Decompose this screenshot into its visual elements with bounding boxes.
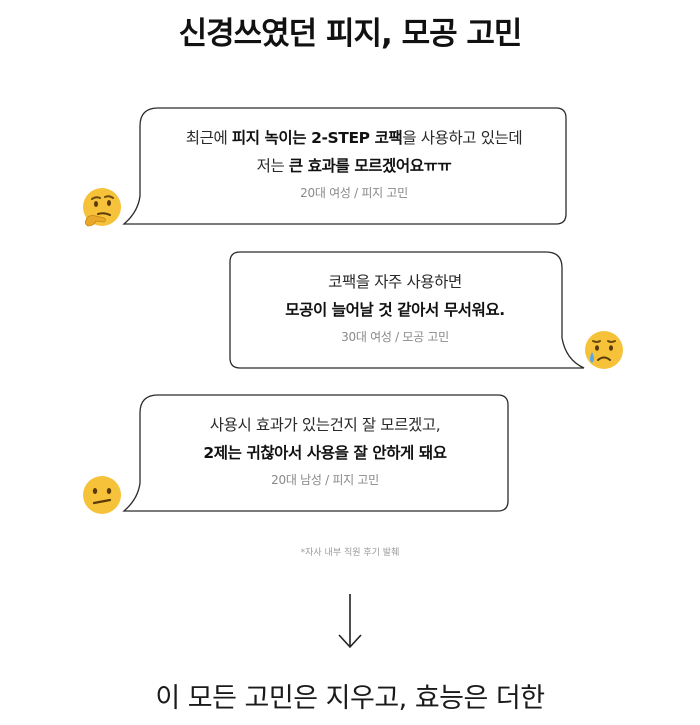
tagline: 이 모든 고민은 지우고, 효능은 더한: [155, 683, 545, 714]
review-3-line-2: 2제는 귀찮아서 사용을 잘 안하게 돼요: [203, 444, 447, 462]
review-source-note: *자사 내부 직원 후기 발췌: [300, 548, 400, 558]
review-text-3: 사용시 효과가 있는건지 잘 모르겠고, 2제는 귀찮아서 사용을 잘 안하게 …: [140, 411, 510, 488]
review-2-author: 30대 여성 / 모공 고민: [341, 330, 449, 344]
review-1-line-2: 저는 큰 효과를 모르겠어요ㅠㅠ: [256, 157, 452, 175]
page-title: 신경쓰였던 피지, 모공 고민: [178, 16, 523, 52]
review-2-line-1: 코팩을 자주 사용하면: [328, 273, 462, 291]
review-bubble-1: [122, 107, 567, 225]
review-bubble-3: [122, 394, 509, 512]
crying-face-icon: [585, 331, 623, 369]
review-3-author: 20대 남성 / 피지 고민: [271, 473, 379, 487]
review-text-2: 코팩을 자주 사용하면 모공이 늘어날 것 같아서 무서워요. 30대 여성 /…: [232, 268, 558, 345]
confused-face-icon: [83, 476, 121, 514]
review-2-line-2: 모공이 늘어날 것 같아서 무서워요.: [285, 301, 505, 319]
review-3-line-1: 사용시 효과가 있는건지 잘 모르겠고,: [209, 416, 441, 434]
review-bubble-2: [229, 251, 585, 369]
thinking-face-icon: [83, 188, 121, 227]
review-1-line-1: 최근에 피지 녹이는 2-STEP 코팩을 사용하고 있는데: [185, 129, 523, 147]
arrow-down-icon: [338, 594, 362, 649]
review-1-author: 20대 여성 / 피지 고민: [300, 186, 408, 200]
review-text-1: 최근에 피지 녹이는 2-STEP 코팩을 사용하고 있는데 저는 큰 효과를 …: [140, 124, 568, 201]
